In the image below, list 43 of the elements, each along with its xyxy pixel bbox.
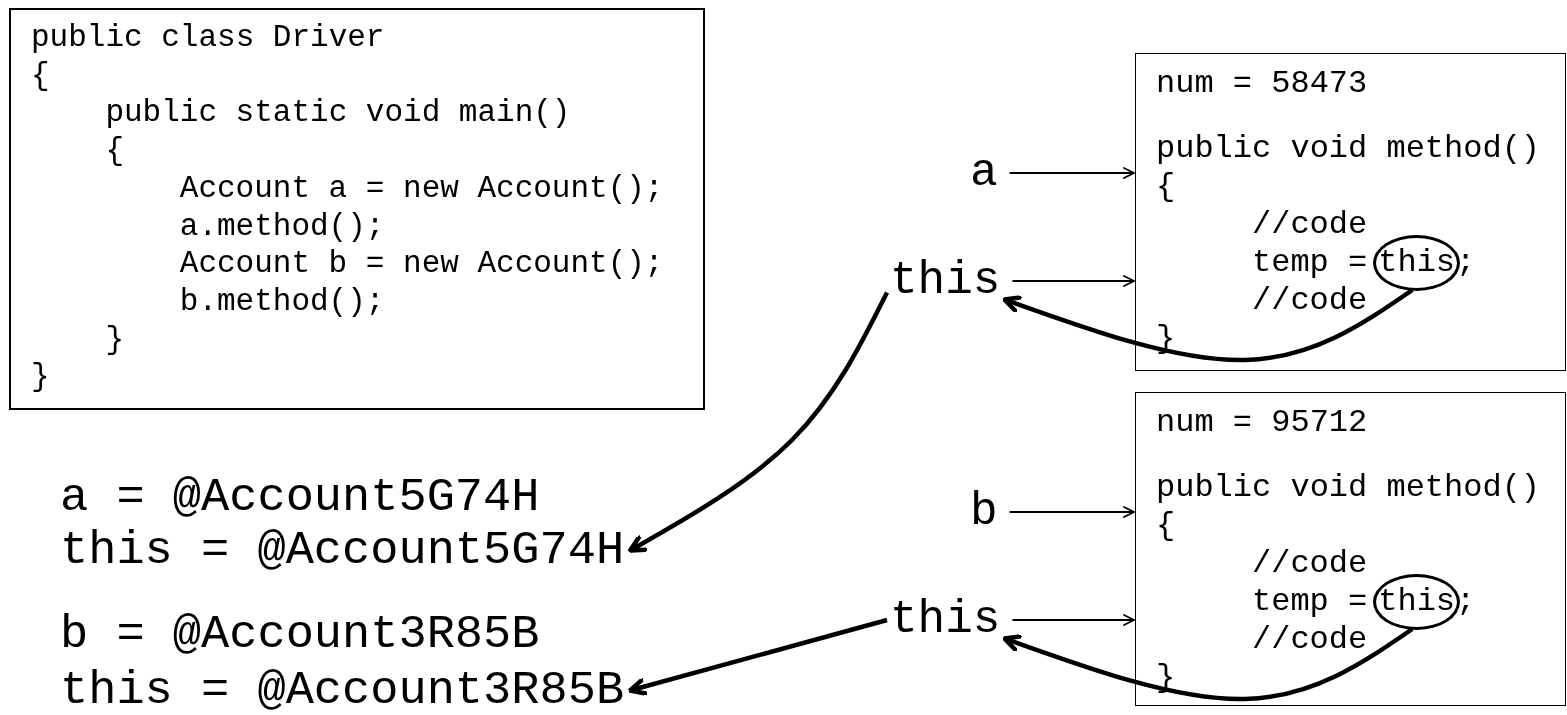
object-box — [1135, 392, 1566, 706]
code-line: } — [105, 320, 124, 359]
code-line: public static void main() — [105, 94, 571, 133]
reference-text: a = @Account5G74H — [60, 474, 540, 521]
variable-label: a — [970, 150, 998, 196]
arrow — [627, 617, 888, 696]
reference-text: this = @Account5G74H — [60, 527, 625, 574]
code-panel — [9, 8, 705, 410]
arrow — [1008, 167, 1135, 179]
code-line: } — [31, 358, 50, 397]
code-line: public void method() — [1156, 469, 1541, 506]
circled-keyword: this — [1373, 574, 1461, 630]
arrow — [1011, 275, 1135, 287]
arrow — [1008, 506, 1135, 518]
reference-text: b = @Account3R85B — [60, 611, 540, 658]
code-line: temp = — [1252, 583, 1368, 620]
circled-keyword: this — [1373, 235, 1461, 291]
code-line: { — [1156, 507, 1176, 544]
code-line: temp = — [1252, 244, 1368, 281]
object-box — [1135, 53, 1566, 371]
arrow — [1011, 614, 1135, 626]
code-line: //code — [1252, 545, 1368, 582]
variable-label: this — [890, 258, 1001, 304]
reference-text: this = @Account3R85B — [60, 667, 625, 714]
code-line: public class Driver — [31, 19, 385, 57]
arrow — [1002, 288, 1414, 363]
code-line: { — [31, 56, 50, 95]
code-line: //code — [1252, 206, 1368, 243]
variable-label: this — [890, 597, 1001, 643]
code-line: { — [1156, 168, 1176, 205]
code-line: public void method() — [1156, 130, 1541, 167]
code-line: a.method(); — [179, 207, 385, 246]
arrow — [1002, 627, 1414, 702]
code-line: Account b = new Account(); — [179, 245, 664, 283]
code-line: Account a = new Account(); — [179, 169, 664, 208]
arrow — [627, 291, 889, 553]
code-line: { — [105, 132, 124, 170]
code-line: num = 58473 — [1156, 65, 1368, 102]
variable-label: b — [970, 489, 998, 535]
code-line: //code — [1252, 621, 1368, 658]
code-line: b.method(); — [179, 282, 385, 321]
code-line: //code — [1252, 282, 1368, 319]
code-line: num = 95712 — [1156, 404, 1368, 441]
